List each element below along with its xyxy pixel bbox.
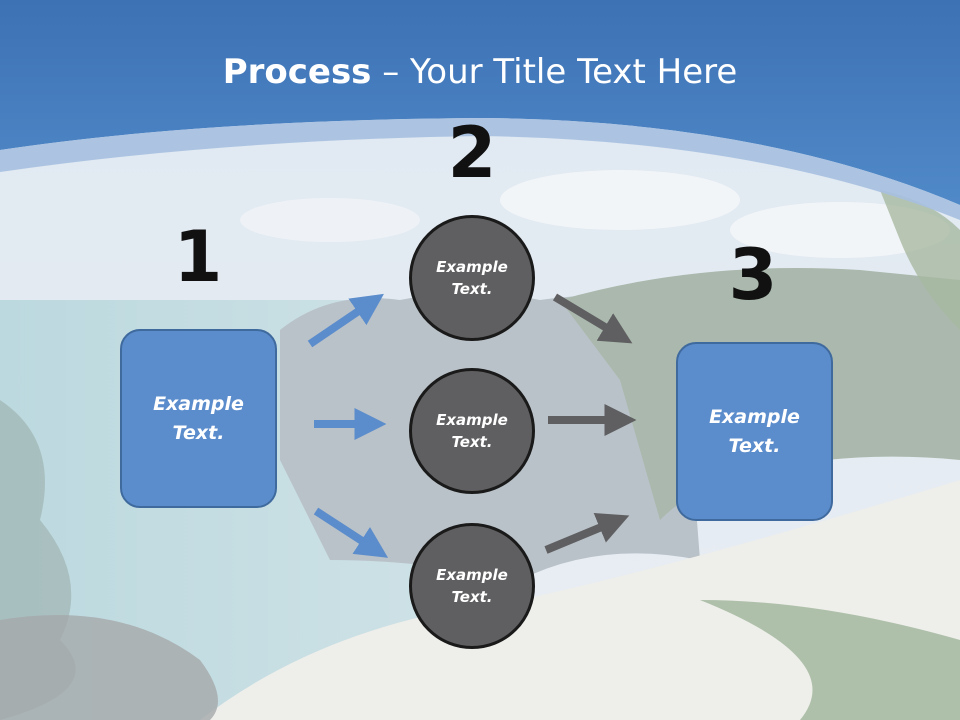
step-number-2: 2 [447, 112, 497, 194]
step-2-circle-top[interactable]: Example Text. [409, 215, 535, 341]
title-rest: – Your Title Text Here [371, 52, 738, 92]
step-1-label: Example Text. [153, 393, 244, 444]
step-2-circle-bottom[interactable]: Example Text. [409, 523, 535, 649]
step-3-box[interactable]: Example Text. [676, 342, 833, 521]
title-bold: Process [222, 52, 372, 92]
step-2-circle-middle[interactable]: Example Text. [409, 368, 535, 494]
circle-bottom-label: Example Text. [436, 565, 508, 607]
step-1-box[interactable]: Example Text. [120, 329, 277, 508]
step-number-1: 1 [173, 216, 223, 298]
step-number-3: 3 [728, 234, 778, 316]
circle-top-label: Example Text. [436, 257, 508, 299]
step-3-label: Example Text. [709, 406, 800, 457]
circle-middle-label: Example Text. [436, 410, 508, 452]
slide-title: Process – Your Title Text Here [0, 52, 960, 92]
